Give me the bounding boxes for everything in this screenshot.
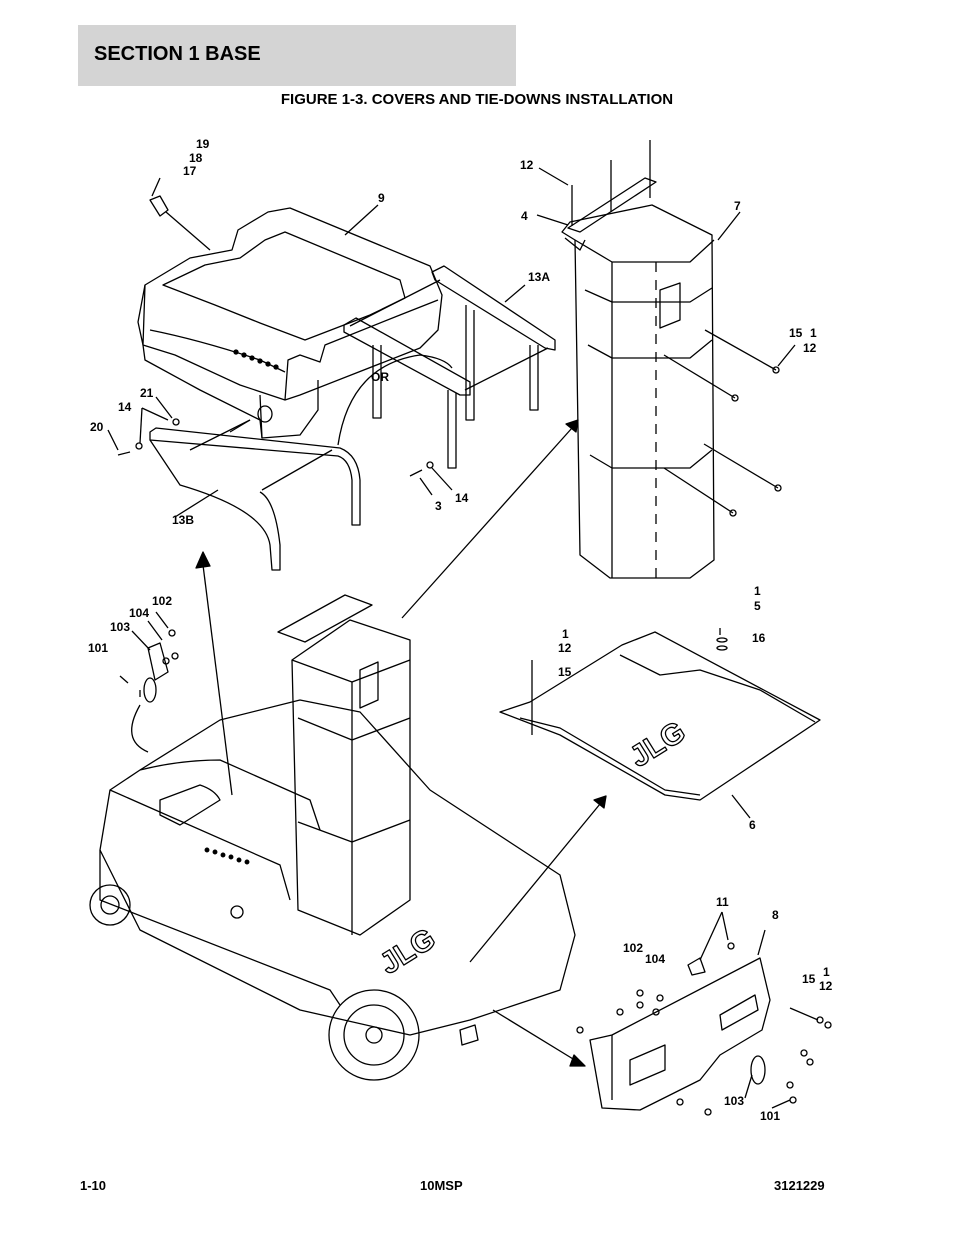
- callout-15-cover: 15: [789, 326, 803, 340]
- callout-12-plate: 12: [558, 641, 572, 655]
- hardware-14-20-21: [107, 396, 453, 496]
- figure-title: FIGURE 1-3. COVERS AND TIE-DOWNS INSTALL…: [280, 91, 674, 108]
- floor-plate-6: JLG: [499, 628, 821, 819]
- assembly-arrows: [195, 419, 607, 1067]
- callout-102-left: 102: [152, 594, 172, 608]
- callout-5: 5: [754, 599, 761, 613]
- callout-19: 19: [196, 137, 210, 151]
- section-title: SECTION 1 BASE: [94, 43, 261, 65]
- callout-3: 3: [435, 499, 442, 513]
- callout-6: 6: [749, 818, 756, 832]
- callout-1-cover: 1: [810, 326, 817, 340]
- callout-13a: 13A: [528, 270, 550, 284]
- callout-21: 21: [140, 386, 154, 400]
- callout-12-cover: 12: [803, 341, 817, 355]
- callout-104-right: 104: [645, 952, 665, 966]
- callout-17: 17: [183, 164, 197, 178]
- callout-labels: 19 18 17 9 13A OR 21 14 20 3 14 13B 12 4…: [88, 137, 833, 1123]
- callout-101-left: 101: [88, 641, 108, 655]
- callout-1-plate: 1: [562, 627, 569, 641]
- callout-12-bumper: 12: [819, 979, 833, 993]
- callout-14-top: 14: [118, 400, 132, 414]
- battery-cover-drawing: [137, 177, 443, 439]
- callout-9: 9: [378, 191, 385, 205]
- model-name: 10MSP: [420, 1178, 463, 1193]
- callout-1-knob: 1: [754, 584, 761, 598]
- tie-down-left: [119, 611, 179, 753]
- callout-11: 11: [716, 895, 729, 909]
- callout-103-left: 103: [110, 620, 130, 634]
- base-machine-drawing: JLG: [89, 594, 576, 1081]
- callout-4: 4: [521, 209, 528, 223]
- document-number: 3121229: [774, 1178, 825, 1193]
- callout-8: 8: [772, 908, 779, 922]
- callout-13b: 13B: [172, 513, 194, 527]
- callout-12-top: 12: [520, 158, 534, 172]
- mast-cover-7: [536, 140, 796, 579]
- callout-103-right: 103: [724, 1094, 744, 1108]
- page-number: 1-10: [80, 1178, 107, 1193]
- callout-15-plate: 15: [558, 665, 572, 679]
- svg-text:JLG: JLG: [374, 922, 441, 981]
- callout-102-right: 102: [623, 941, 643, 955]
- callout-7: 7: [734, 199, 741, 213]
- callout-20: 20: [90, 420, 104, 434]
- tie-down-frame-13a: [343, 265, 556, 469]
- svg-text:JLG: JLG: [624, 715, 691, 774]
- tie-down-frame-13b: [149, 354, 453, 571]
- callout-104-left: 104: [129, 606, 149, 620]
- callout-14-bottom: 14: [455, 491, 469, 505]
- section-header: SECTION 1 BASE: [78, 25, 516, 86]
- front-bumper-8: [576, 911, 832, 1116]
- callout-1-bumper: 1: [823, 965, 830, 979]
- callout-101-right: 101: [760, 1109, 780, 1123]
- callout-or: OR: [371, 370, 389, 384]
- callout-15-bumper: 15: [802, 972, 816, 986]
- callout-16: 16: [752, 631, 766, 645]
- callout-18: 18: [189, 151, 203, 165]
